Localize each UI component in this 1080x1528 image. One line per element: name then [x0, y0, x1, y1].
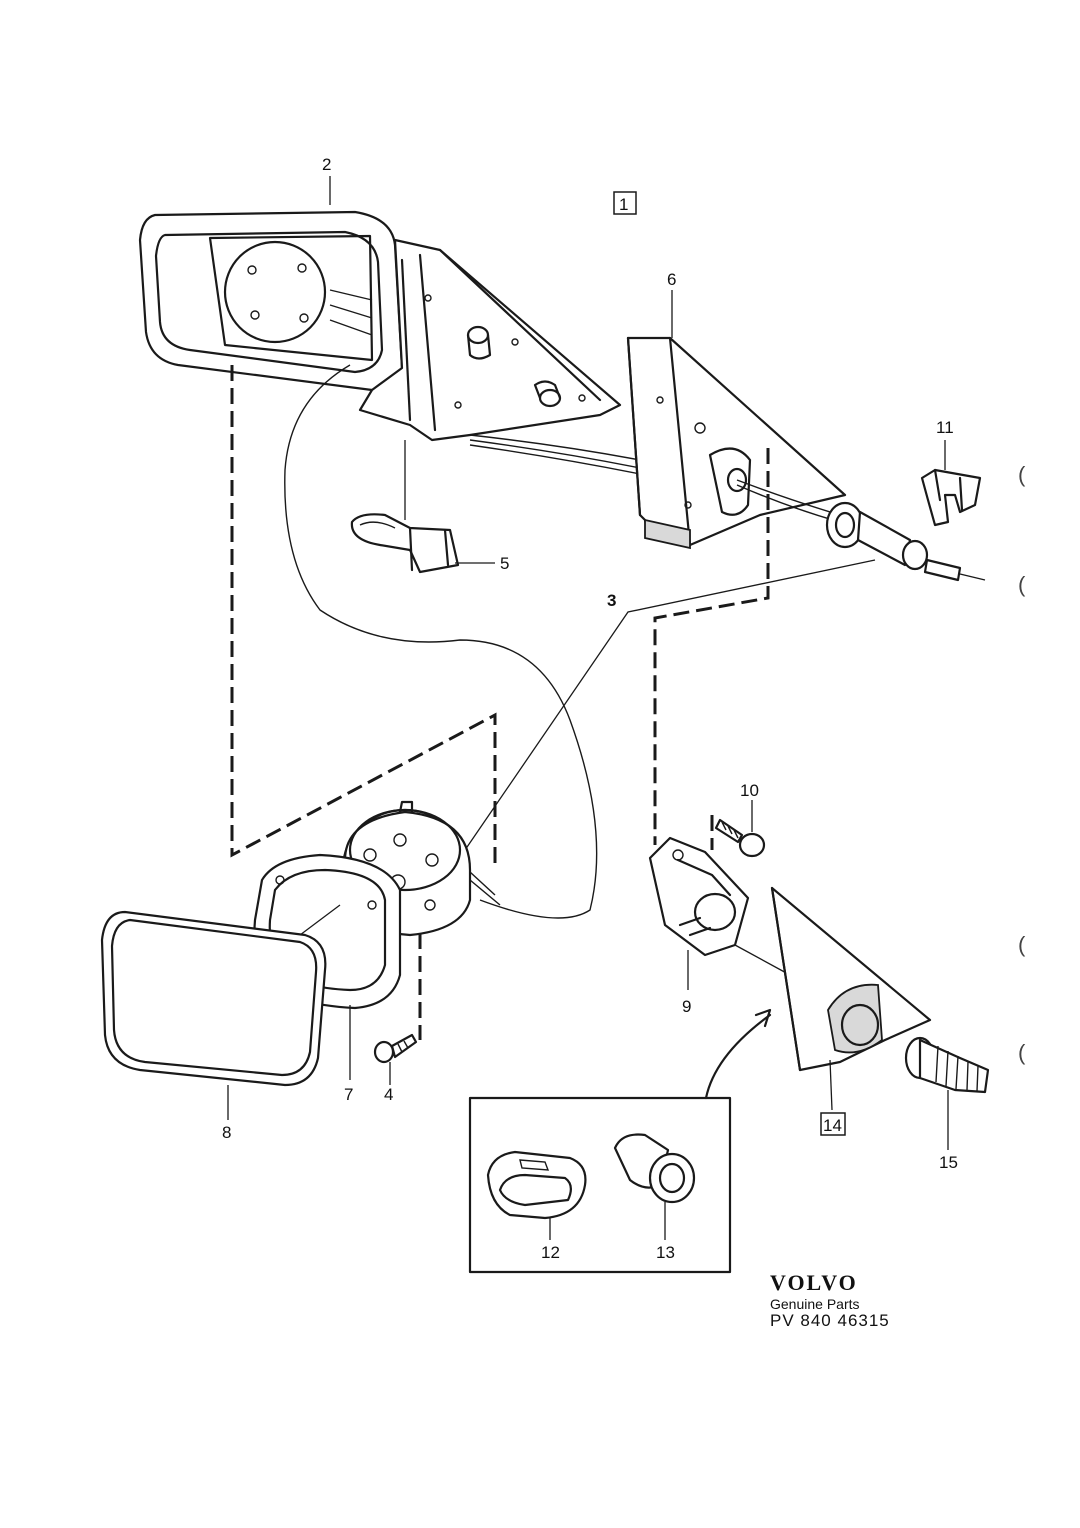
margin-mark: ( [1018, 462, 1026, 487]
clip-part-5 [350, 513, 460, 574]
wire-bundle [469, 434, 641, 475]
callout-13: 13 [656, 1243, 675, 1262]
callout-3: 3 [607, 591, 616, 610]
cover-part-14 [770, 886, 932, 1072]
mirror-housing [138, 210, 622, 442]
callout-4: 4 [384, 1085, 393, 1104]
volvo-logo: VOLVO [770, 1270, 858, 1295]
cable [284, 364, 598, 919]
adjustment-knob-part-15 [904, 1036, 990, 1094]
callout-6: 6 [667, 270, 676, 289]
assembly-line-left [230, 365, 497, 870]
callout-5: 5 [500, 554, 509, 573]
assembly-line-right [653, 448, 770, 845]
inset-box [468, 1008, 772, 1274]
callout-14: 14 [823, 1116, 842, 1135]
callout-1: 1 [619, 195, 628, 214]
margin-mark: ( [1018, 1040, 1026, 1065]
bracket-part-9 [648, 836, 750, 957]
callout-12: 12 [541, 1243, 560, 1262]
cable-connector [736, 479, 986, 582]
callout-9: 9 [682, 997, 691, 1016]
retaining-clip-part-11 [920, 468, 982, 527]
brand-subtitle: Genuine Parts [770, 1296, 860, 1312]
part-code: PV 840 46315 [770, 1311, 890, 1330]
margin-mark: ( [1018, 932, 1026, 957]
mounting-bracket-part-6 [626, 336, 847, 550]
callout-11: 11 [936, 418, 954, 437]
callout-7: 7 [344, 1085, 353, 1104]
leader-3 [464, 559, 876, 851]
callout-14-box [820, 1112, 846, 1136]
callout-15: 15 [939, 1153, 958, 1172]
callout-1-box [613, 191, 637, 215]
screw-part-4 [373, 1033, 418, 1064]
margin-mark: ( [1018, 572, 1026, 597]
brand-block: VOLVO Genuine Parts PV 840 46315 [770, 1270, 890, 1331]
callout-10: 10 [740, 781, 759, 800]
mirror-glass-part-8 [100, 910, 327, 1087]
callout-8: 8 [222, 1123, 231, 1142]
callout-2: 2 [322, 155, 331, 174]
bolt-part-10 [714, 818, 766, 858]
